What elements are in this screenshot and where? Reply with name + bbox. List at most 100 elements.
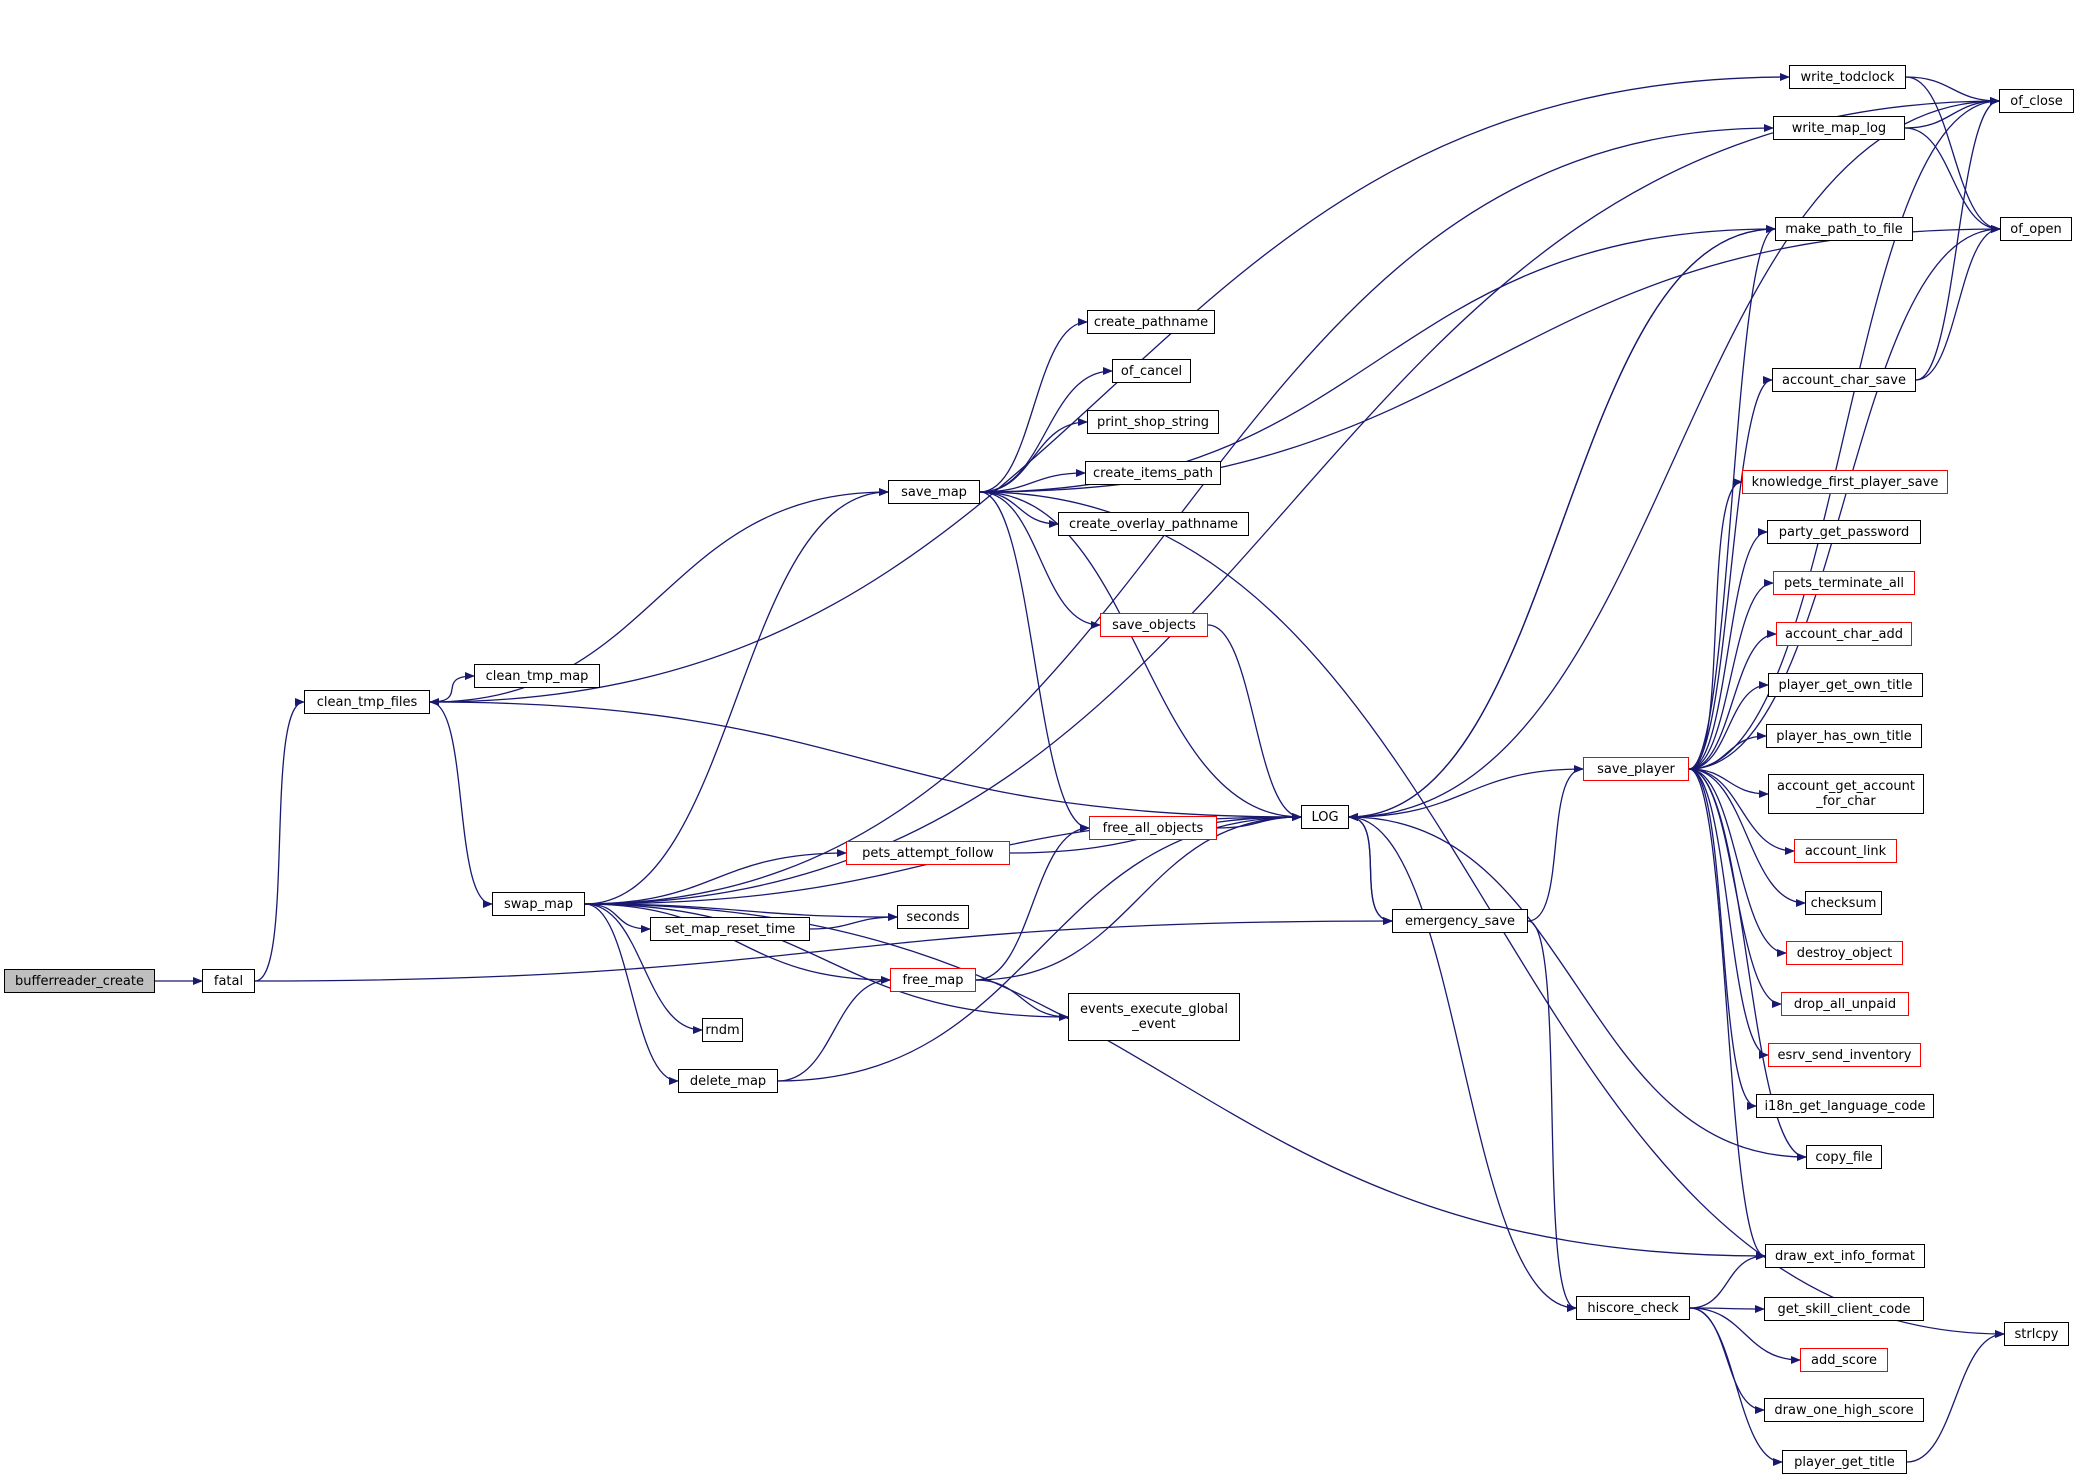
node-create-pathname[interactable]: create_pathname [1087, 310, 1215, 334]
edge-save-player-to-player-get-own-title [1688, 681, 1769, 770]
edge-LOG-to-of-close [1348, 97, 2000, 818]
edge-emergency-save-to-save-player [1527, 765, 1584, 922]
node-emergency-save[interactable]: emergency_save [1392, 909, 1528, 933]
node-account-link[interactable]: account_link [1794, 839, 1897, 863]
node-delete-map[interactable]: delete_map [678, 1069, 778, 1093]
node-pets-attempt-follow[interactable]: pets_attempt_follow [846, 841, 1010, 865]
edge-LOG-to-hiscore-check [1348, 816, 1577, 1312]
node-events-execute-global-event[interactable]: events_execute_global _event [1068, 993, 1240, 1041]
edge-player-get-title-to-strlcpy [1906, 1330, 2005, 1463]
edge-swap-map-to-save-map [584, 488, 889, 905]
node-print-shop-string[interactable]: print_shop_string [1087, 410, 1219, 434]
edge-emergency-save-to-hiscore-check [1527, 920, 1577, 1312]
node-party-get-password[interactable]: party_get_password [1767, 520, 1921, 544]
edge-write-map-log-to-of-open [1904, 127, 2001, 233]
edge-swap-map-to-free-map [584, 903, 891, 984]
edge-save-objects-to-LOG [1207, 624, 1302, 821]
node-fatal[interactable]: fatal [202, 969, 255, 993]
node-write-todclock[interactable]: write_todclock [1789, 65, 1906, 89]
edge-swap-map-to-draw-ext-info-format [584, 903, 1766, 1260]
node-destroy-object[interactable]: destroy_object [1786, 941, 1903, 965]
node-free-map[interactable]: free_map [890, 968, 976, 992]
edge-save-map-to-print-shop-string [979, 418, 1088, 493]
edge-save-map-to-create-pathname [979, 318, 1088, 493]
edge-save-player-to-account-link [1688, 768, 1795, 855]
node-create-overlay-pathname[interactable]: create_overlay_pathname [1058, 512, 1249, 536]
node-player-has-own-title[interactable]: player_has_own_title [1766, 724, 1922, 748]
node-of-open[interactable]: of_open [2000, 217, 2072, 241]
node-make-path-to-file[interactable]: make_path_to_file [1775, 217, 1913, 241]
node-checksum[interactable]: checksum [1805, 891, 1882, 915]
node-player-get-title[interactable]: player_get_title [1782, 1450, 1907, 1474]
edge-clean-tmp-files-to-swap-map [429, 701, 493, 908]
node-drop-all-unpaid[interactable]: drop_all_unpaid [1781, 992, 1909, 1016]
edge-free-map-to-free-all-objects [975, 824, 1090, 981]
node-free-all-objects[interactable]: free_all_objects [1089, 816, 1217, 840]
edge-emergency-save-to-LOG [1348, 813, 1393, 922]
edge-save-map-to-free-all-objects [979, 491, 1090, 832]
node-seconds[interactable]: seconds [897, 905, 969, 929]
edge-save-map-to-save-objects [979, 491, 1101, 629]
node-knowledge-first-player-save[interactable]: knowledge_first_player_save [1742, 470, 1948, 494]
node-create-items-path[interactable]: create_items_path [1085, 461, 1221, 485]
node-of-cancel[interactable]: of_cancel [1112, 359, 1191, 383]
edge-account-char-save-to-of-open [1915, 225, 2001, 381]
edge-save-player-to-copy-file [1688, 768, 1807, 1161]
edge-save-player-to-checksum [1688, 768, 1806, 907]
node-clean-tmp-map[interactable]: clean_tmp_map [474, 664, 600, 688]
edge-save-player-to-party-get-password [1688, 528, 1768, 770]
node-strlcpy[interactable]: strlcpy [2004, 1322, 2069, 1346]
node-save-objects[interactable]: save_objects [1100, 613, 1208, 637]
node-account-char-save[interactable]: account_char_save [1772, 368, 1916, 392]
edge-save-player-to-destroy-object [1688, 768, 1787, 957]
edge-delete-map-to-free-map [777, 976, 891, 1082]
edge-save-player-to-knowledge-first-player-save [1688, 478, 1743, 770]
edge-swap-map-to-events-execute-global-event [584, 903, 1069, 1021]
edge-save-player-to-account-char-add [1688, 630, 1777, 770]
node-draw-ext-info-format[interactable]: draw_ext_info_format [1765, 1244, 1925, 1268]
node-rndm[interactable]: rndm [702, 1018, 743, 1042]
edge-write-todclock-to-of-close [1905, 76, 2000, 105]
edge-clean-tmp-files-to-write-todclock [429, 73, 1790, 703]
edge-swap-map-to-rndm [584, 903, 703, 1034]
node-set-map-reset-time[interactable]: set_map_reset_time [650, 917, 810, 941]
node-swap-map[interactable]: swap_map [492, 892, 585, 916]
edge-save-map-to-LOG [979, 491, 1302, 821]
edge-save-player-to-esrv-send-inventory [1688, 768, 1769, 1059]
edge-hiscore-check-to-get-skill-client-code [1689, 1304, 1765, 1313]
node-i18n-get-language-code[interactable]: i18n_get_language_code [1756, 1094, 1934, 1118]
edge-hiscore-check-to-player-get-title [1689, 1307, 1783, 1466]
node-LOG[interactable]: LOG [1301, 805, 1349, 829]
node-save-player[interactable]: save_player [1583, 757, 1689, 781]
edge-LOG-to-clean-tmp-files [429, 698, 1302, 818]
edge-save-player-to-of-open [1688, 225, 2001, 770]
node-of-close[interactable]: of_close [1999, 89, 2074, 113]
edge-save-player-to-make-path-to-file [1688, 225, 1776, 770]
edge-clean-tmp-files-to-save-map [429, 488, 889, 703]
node-esrv-send-inventory[interactable]: esrv_send_inventory [1768, 1043, 1921, 1067]
node-account-get-account-for-char[interactable]: account_get_account _for_char [1768, 774, 1924, 814]
node-clean-tmp-files[interactable]: clean_tmp_files [304, 690, 430, 714]
node-player-get-own-title[interactable]: player_get_own_title [1768, 673, 1923, 697]
node-save-map[interactable]: save_map [888, 480, 980, 504]
edge-save-player-to-draw-ext-info-format [1688, 768, 1766, 1260]
edge-account-char-save-to-of-close [1915, 97, 2000, 381]
node-write-map-log[interactable]: write_map_log [1773, 116, 1905, 140]
edge-write-todclock-to-of-open [1905, 76, 2001, 233]
edge-save-player-to-pets-terminate-all [1688, 579, 1774, 770]
node-get-skill-client-code[interactable]: get_skill_client_code [1764, 1297, 1924, 1321]
node-hiscore-check[interactable]: hiscore_check [1576, 1296, 1690, 1320]
node-pets-terminate-all[interactable]: pets_terminate_all [1773, 571, 1915, 595]
edge-save-player-to-player-has-own-title [1688, 732, 1767, 770]
edge-copy-file-to-LOG [1348, 813, 1807, 1158]
node-copy-file[interactable]: copy_file [1806, 1145, 1882, 1169]
node-add-score[interactable]: add_score [1800, 1348, 1888, 1372]
node-account-char-add[interactable]: account_char_add [1776, 622, 1912, 646]
edge-free-map-to-events-execute-global-event [975, 979, 1069, 1021]
node-draw-one-high-score[interactable]: draw_one_high_score [1764, 1398, 1924, 1422]
edge-save-player-to-of-close [1688, 97, 2000, 770]
edge-save-player-to-i18n-get-language-code [1688, 768, 1757, 1110]
edge-save-player-to-LOG [1348, 768, 1584, 821]
edge-set-map-reset-time-to-seconds [809, 913, 898, 930]
